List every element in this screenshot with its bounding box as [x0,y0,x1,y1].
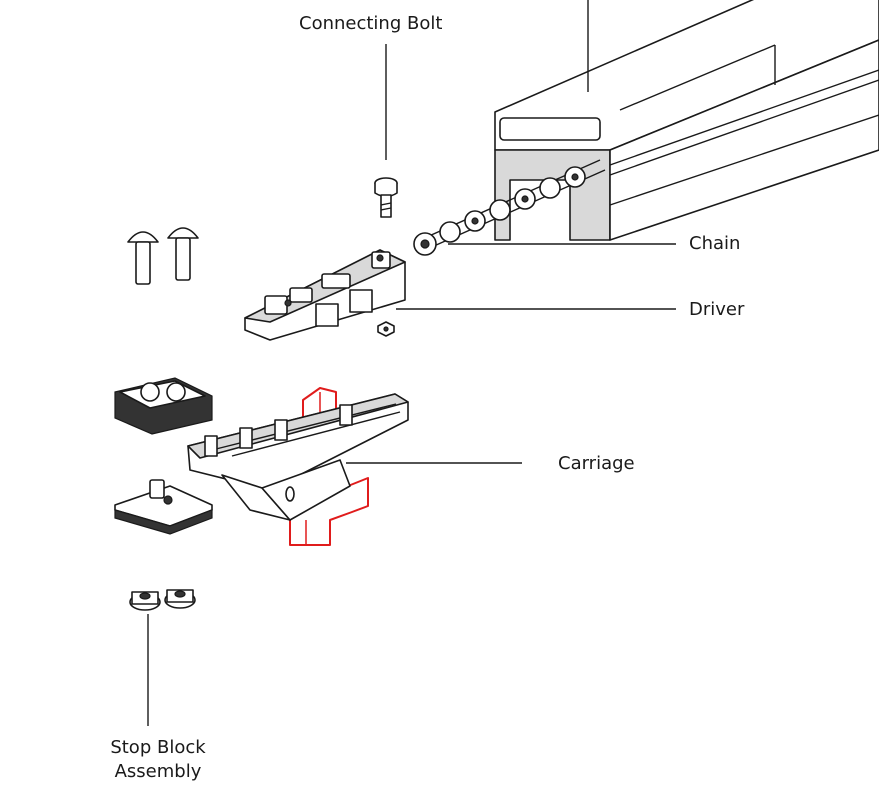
flange-nuts [129,589,196,611]
carriage [187,393,409,521]
label-stop-block-assembly: Stop Block Assembly [110,737,206,782]
carriage-bolts [127,227,199,285]
label-carriage: Carriage [558,453,635,474]
leader-lines [147,0,676,726]
label-chain: Chain [689,233,741,254]
driver [244,249,406,341]
rail-track [494,0,879,241]
stop-block-upper [114,377,213,435]
connecting-bolt [374,177,398,218]
chain [413,159,606,256]
label-driver: Driver [689,299,745,320]
label-connecting-bolt: Connecting Bolt [299,13,443,34]
stop-block-plate [114,479,213,535]
